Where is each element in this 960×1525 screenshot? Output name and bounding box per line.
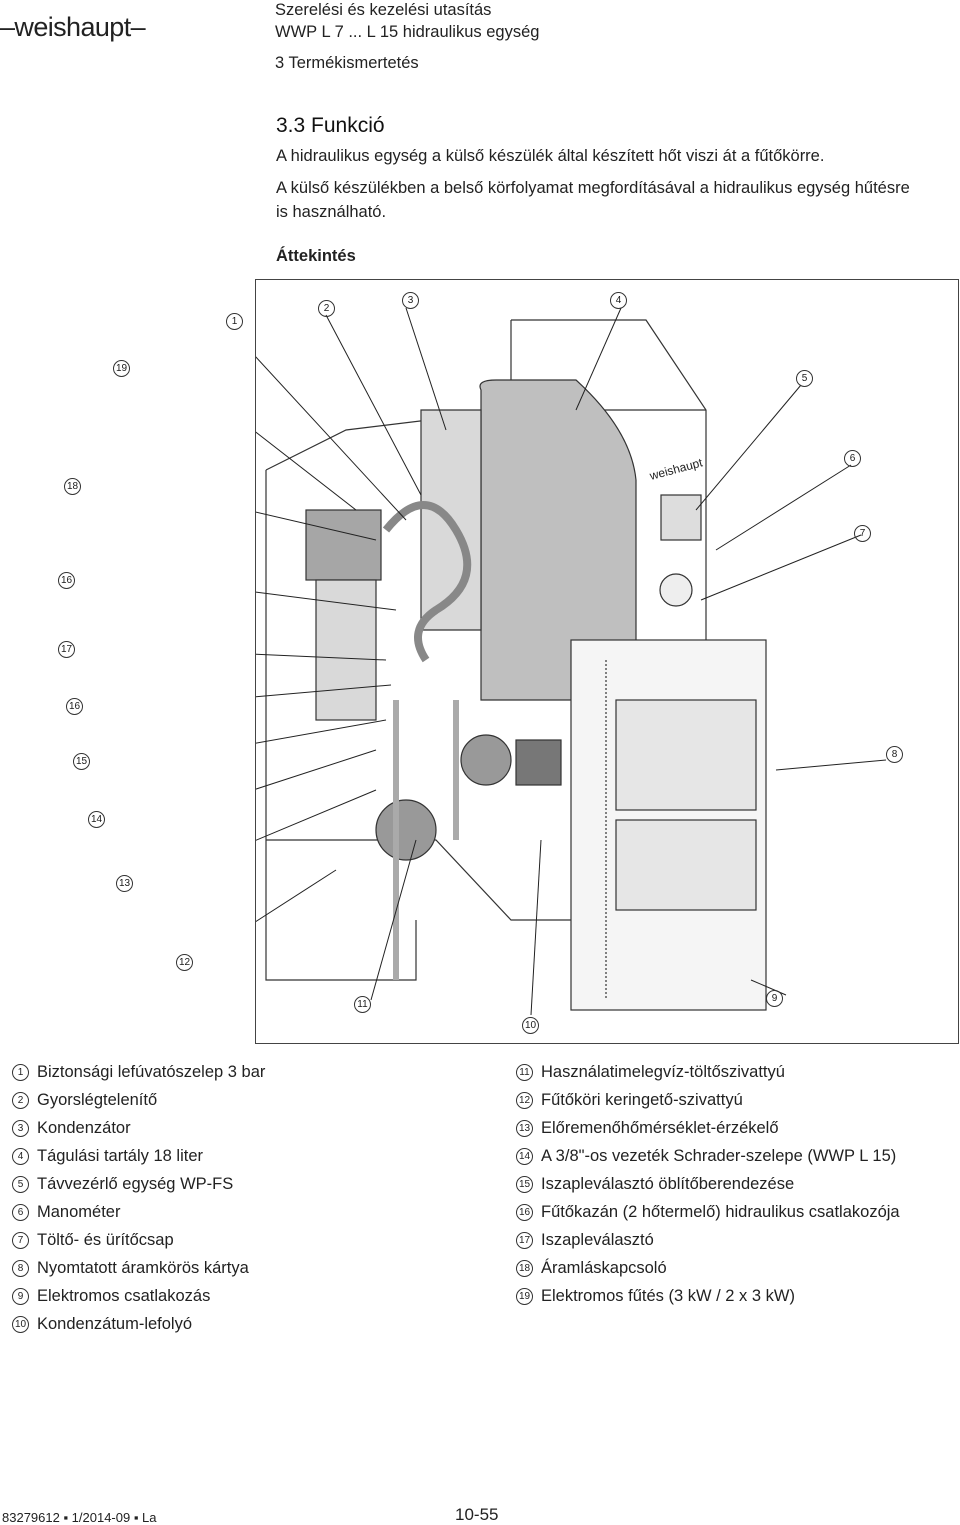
callout-5: 5 xyxy=(796,370,813,387)
callout-12: 12 xyxy=(176,954,193,971)
callout-18: 18 xyxy=(64,478,81,495)
paragraph-1: A hidraulikus egység a külső készülék ál… xyxy=(276,147,825,165)
callout-16b: 16 xyxy=(66,698,83,715)
paragraph-2a: A külső készülékben a belső körfolyamat … xyxy=(276,179,910,197)
callout-14: 14 xyxy=(88,811,105,828)
manometer xyxy=(659,573,693,607)
cabinet-front-left xyxy=(265,470,417,981)
page-number: 10-55 xyxy=(455,1505,499,1524)
doc-subtitle: WWP L 7 ... L 15 hidraulikus egység xyxy=(275,23,540,41)
brand-logo: –weishaupt– xyxy=(0,12,146,42)
heating-pump xyxy=(460,734,512,786)
section-title: 3 Termékismertetés xyxy=(275,54,419,72)
callout-13: 13 xyxy=(116,875,133,892)
callout-19: 19 xyxy=(113,360,130,377)
callout-1: 1 xyxy=(226,313,243,330)
paragraph-2b: is használható. xyxy=(276,203,387,221)
overview-heading: Áttekintés xyxy=(276,247,356,265)
unit-illustration: weishaupt xyxy=(256,307,887,1016)
remote-control xyxy=(660,494,702,541)
callout-6: 6 xyxy=(844,450,861,467)
callout-9: 9 xyxy=(766,990,783,1007)
callout-15: 15 xyxy=(73,753,90,770)
callout-17: 17 xyxy=(58,641,75,658)
callout-11: 11 xyxy=(354,996,371,1013)
doc-number: 83279612 ▪ 1/2014-09 ▪ La xyxy=(2,1510,157,1525)
pcb xyxy=(615,699,757,811)
unit-brand: weishaupt xyxy=(647,455,704,483)
flow-switch xyxy=(305,509,382,581)
callout-8: 8 xyxy=(886,746,903,763)
callout-3: 3 xyxy=(402,292,419,309)
dhw-pump xyxy=(375,799,437,861)
callout-4: 4 xyxy=(610,292,627,309)
brand-name: weishaupt xyxy=(14,12,131,42)
product-figure: weishaupt 1 2 3 4 5 xyxy=(58,279,959,1044)
callout-16a: 16 xyxy=(58,572,75,589)
callout-10: 10 xyxy=(522,1017,539,1034)
leader-lines xyxy=(256,307,887,1016)
callout-2: 2 xyxy=(318,300,335,317)
callout-7: 7 xyxy=(854,525,871,542)
section-heading: 3.3 Funkció xyxy=(276,114,385,137)
doc-title: Szerelési és kezelési utasítás xyxy=(275,1,492,19)
